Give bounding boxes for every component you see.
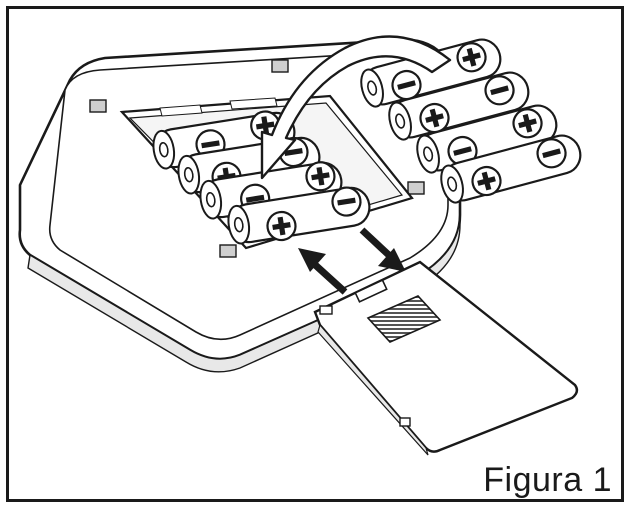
- foot: [271, 59, 289, 73]
- grip-area: [366, 295, 442, 343]
- figure-caption: Figura 1: [483, 461, 612, 499]
- insert-arrow-icon: [260, 35, 452, 180]
- arrow-in-icon: [298, 248, 348, 295]
- foot: [89, 99, 107, 113]
- foot: [407, 181, 425, 195]
- battery-cover: [313, 260, 579, 456]
- foot: [219, 244, 237, 258]
- slide-arrows: [298, 227, 406, 295]
- arrow-out-icon: [359, 227, 406, 272]
